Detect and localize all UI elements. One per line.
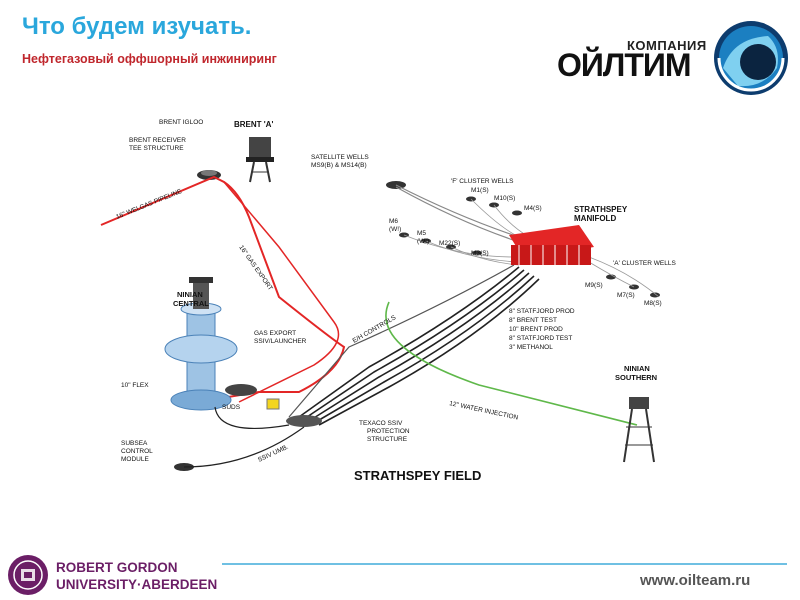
label-welgas: 16" WELGAS PIPELINE bbox=[115, 188, 183, 221]
logo-globe-icon bbox=[714, 21, 788, 95]
label-southern: SOUTHERN bbox=[615, 373, 657, 382]
label-texaco: TEXACO SSIV bbox=[359, 420, 403, 427]
label-m8: M8(S) bbox=[644, 300, 662, 307]
water-injection-line bbox=[385, 301, 638, 426]
footer-divider bbox=[222, 563, 787, 565]
label-control: CONTROL bbox=[121, 448, 153, 455]
oilteam-logo: КОМПАНИЯ ОЙЛТИМ bbox=[557, 21, 788, 95]
rgu-crest-icon bbox=[8, 555, 48, 595]
label-ninian-southern: NINIAN bbox=[624, 364, 650, 373]
flowline-bundle bbox=[298, 266, 520, 418]
label-m10: M10(S) bbox=[494, 195, 515, 202]
slide-subtitle: Нефтегазовый оффшорный инжиниринг bbox=[22, 52, 277, 66]
logo-company-word: КОМПАНИЯ bbox=[627, 38, 707, 53]
label-water-injection: 12" WATER INJECTION bbox=[449, 400, 519, 422]
rgu-name-line2: UNIVERSITY·ABERDEEN bbox=[56, 577, 217, 592]
label-ninian-central: NINIAN bbox=[177, 290, 203, 299]
strathspey-manifold bbox=[509, 225, 594, 265]
label-brent-igloo: BRENT IGLOO bbox=[159, 119, 203, 126]
strathspey-field-diagram: BRENT IGLOO BRENT 'A' BRENT RECEIVER TEE… bbox=[99, 107, 700, 491]
label-m5: M5 bbox=[417, 230, 426, 237]
label-a-cluster: 'A' CLUSTER WELLS bbox=[613, 260, 676, 267]
label-m3: M3(S) bbox=[471, 250, 489, 257]
rgu-name-line1: ROBERT GORDON bbox=[56, 560, 178, 575]
label-module: MODULE bbox=[121, 456, 149, 463]
label-protection: PROTECTION bbox=[367, 428, 410, 435]
label-suds: SUDS bbox=[222, 404, 241, 411]
label-brent-a: BRENT 'A' bbox=[234, 120, 273, 129]
label-ssiv-launcher: SSIV/LAUNCHER bbox=[254, 338, 307, 345]
label-statfjord-prod: 8" STATFJORD PROD bbox=[509, 308, 575, 315]
label-methanol: 3" METHANOL bbox=[509, 344, 553, 351]
label-flex: 10" FLEX bbox=[121, 382, 149, 389]
label-strathspey: STRATHSPEY bbox=[574, 205, 628, 214]
label-m1: M1(S) bbox=[471, 187, 489, 194]
label-brent-receiver: BRENT RECEIVER bbox=[129, 137, 186, 144]
label-m6: M6 bbox=[389, 218, 398, 225]
logo-brand: ОЙЛТИМ bbox=[557, 47, 691, 83]
label-brent-test: 8" BRENT TEST bbox=[509, 317, 557, 324]
diagram-field-title: STRATHSPEY FIELD bbox=[354, 468, 481, 483]
label-brent-prod: 10" BRENT PROD bbox=[509, 326, 563, 333]
label-brent-receiver-2: TEE STRUCTURE bbox=[129, 145, 184, 152]
gas-export-pipeline bbox=[223, 181, 340, 403]
label-m5-w: (W!) bbox=[417, 238, 429, 245]
label-gas-export-ssiv: GAS EXPORT bbox=[254, 330, 296, 337]
label-ssiv-umb: SSIV UMB. bbox=[257, 443, 290, 463]
suds-unit bbox=[266, 398, 280, 410]
label-structure: STRUCTURE bbox=[367, 436, 408, 443]
texaco-ssiv-structure bbox=[286, 415, 322, 427]
website-url: www.oilteam.ru bbox=[640, 572, 751, 589]
label-eh-controls: E/H CONTROLS bbox=[352, 314, 398, 345]
rgu-logo: ROBERT GORDON UNIVERSITY·ABERDEEN bbox=[8, 555, 217, 595]
label-m9: M9(S) bbox=[585, 282, 603, 289]
label-central: CENTRAL bbox=[173, 299, 209, 308]
brent-a-platform bbox=[246, 137, 274, 183]
label-satellite-wells: SATELLITE WELLS bbox=[311, 154, 369, 161]
label-statfjord-test: 8" STATFJORD TEST bbox=[509, 335, 572, 342]
label-f-cluster: 'F' CLUSTER WELLS bbox=[451, 178, 514, 185]
label-m4: M4(S) bbox=[524, 205, 542, 212]
label-m7: M7(S) bbox=[617, 292, 635, 299]
label-m6-w: (W!) bbox=[389, 226, 401, 233]
label-subsea: SUBSEA bbox=[121, 440, 148, 447]
gas-export-ssiv bbox=[225, 384, 257, 396]
label-manifold: MANIFOLD bbox=[574, 214, 616, 223]
slide-title: Что будем изучать. bbox=[22, 13, 252, 40]
label-satellite-wells-2: MS9(B) & MS14(B) bbox=[311, 162, 367, 169]
ninian-central-platform bbox=[164, 277, 238, 411]
ninian-southern-platform bbox=[623, 397, 655, 463]
label-m22: M22(S) bbox=[439, 240, 460, 247]
